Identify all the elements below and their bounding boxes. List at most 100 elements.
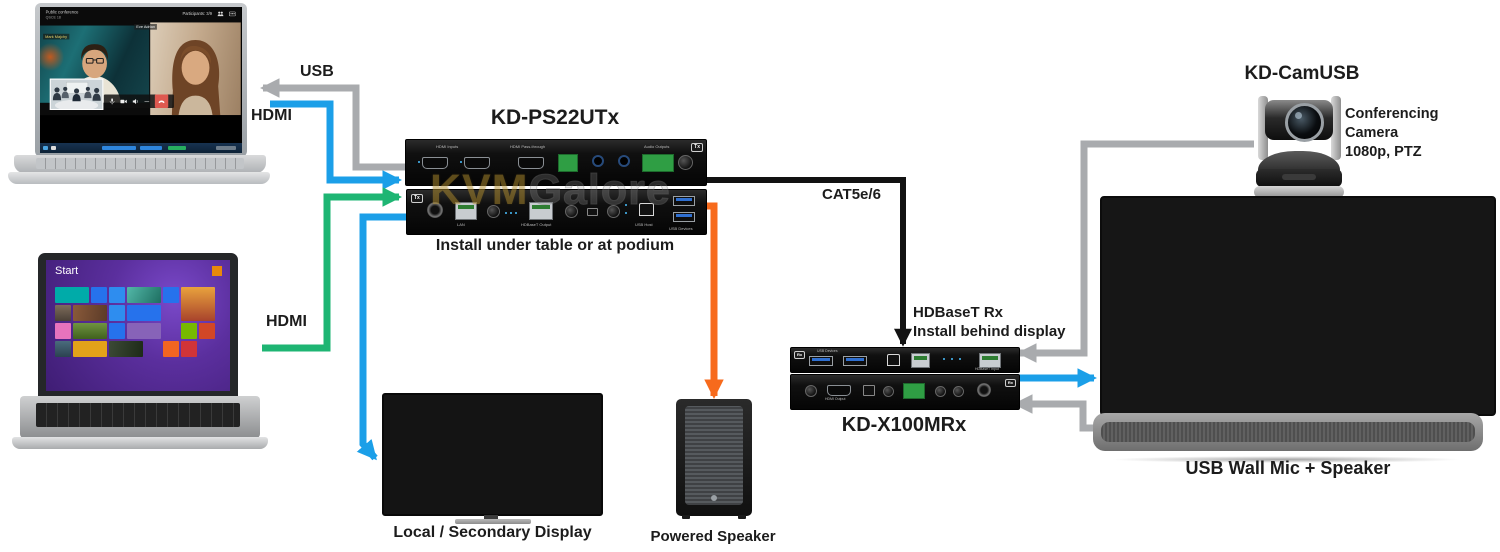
rx-lan-port: [911, 353, 930, 368]
pcm-knob: [678, 155, 693, 170]
laptop1-taskbar: [40, 143, 242, 153]
hdmi-cable-label-bottom: HDMI: [266, 313, 307, 330]
kd-x100mrx-rear-panel: HDMI Output Rx: [790, 374, 1020, 410]
laptop1-screen-bezel: Public conference QSCE 18 Participants: …: [35, 3, 247, 157]
camera-lens-icon: [1285, 103, 1324, 142]
conference-screen: Public conference QSCE 18 Participants: …: [40, 7, 241, 116]
tx-hdmi-inputs-label: HDMI Inputs: [436, 144, 459, 149]
tx-power-port: [427, 202, 443, 218]
laptop2-keyboard-deck: [20, 396, 260, 438]
rs232-terminal: [558, 154, 578, 172]
user-tile-badge: [212, 266, 222, 276]
laptop2-screen-bezel: Start: [38, 253, 238, 398]
tx-input-select-knob: [607, 205, 620, 218]
rx-audio-out-jack: [805, 385, 817, 397]
tx-hdbaset-output-port: [529, 202, 553, 220]
rx-usb-devices-label: USB Devices: [817, 349, 838, 353]
camera-title: KD-CamUSB: [1244, 63, 1360, 84]
tx-service-port: [587, 208, 598, 216]
tx-usb-host-label: USB Host: [635, 222, 653, 227]
end-call-button: [154, 94, 169, 108]
rx-hdmi-out-label: HDMI Output: [825, 397, 846, 401]
camera-desc-line3: 1080p, PTZ: [1345, 144, 1422, 160]
kvmgalore-watermark: KVMGalore: [430, 166, 671, 215]
local-display-label: Local / Secondary Display: [393, 524, 592, 541]
soundbar-label: USB Wall Mic + Speaker: [1185, 458, 1391, 478]
rx-ir-out-jack: [953, 386, 964, 397]
laptop2-front-edge: [12, 437, 268, 449]
cable-hdmi-local-display: [356, 213, 407, 461]
local-display-base: [455, 519, 531, 524]
ir-out-port: [618, 155, 630, 167]
laptop-windows-start: Start: [12, 253, 268, 453]
participants-icon: [217, 11, 224, 17]
more-icon: —: [144, 98, 150, 104]
tx-usb-host-port: [639, 203, 654, 216]
main-display: Public conference QSCE 18 Participants: …: [1100, 196, 1496, 416]
rx-rs232-terminal: [903, 383, 925, 399]
tx-control-knob: [565, 205, 578, 218]
usb-wall-mic-speaker: [1093, 413, 1483, 451]
local-secondary-display: Public conference QSCE 18 Participants: …: [382, 393, 603, 516]
room-camera-inset: [49, 78, 104, 110]
local-display-stand: [484, 515, 498, 520]
rx-hdmi-output-port: [827, 385, 851, 396]
cable-usb-to-laptop1: [260, 78, 412, 171]
tx-audio-outputs-label: Audio Outputs: [644, 144, 670, 149]
tx-logo: Tx: [691, 143, 703, 152]
conference-header: Public conference QSCE 18 Participants: …: [40, 7, 241, 23]
tx-hdbt-label: HDBaseT Output: [521, 222, 552, 227]
laptop1-front-edge: [8, 172, 270, 184]
rx-control-jack: [883, 386, 894, 397]
tx-passthrough-label: HDMI Pass-through: [510, 144, 546, 149]
camera-icon: [120, 99, 127, 104]
mic-icon: [109, 98, 115, 105]
rx-usb-host-port: [887, 354, 900, 366]
kd-x100mrx-front-panel: Rx USB Devices HDBaseT Input: [790, 347, 1020, 373]
tx-note: Install under table or at podium: [435, 237, 675, 254]
soundbar-shadow: [1110, 456, 1462, 463]
rx-optical-audio-port: [863, 385, 875, 396]
hdmi2-port: [464, 157, 490, 169]
tx-rear-logo: Tx: [411, 194, 423, 203]
rx-hdbaset-input-port: [979, 353, 1001, 368]
ir-in-port: [592, 155, 604, 167]
rx-rear-logo: Rx: [1004, 379, 1016, 387]
nametag-right: Eve Adrian: [134, 23, 158, 30]
cable-hdmi-laptop2: [262, 187, 402, 352]
nametag-left: Mark Majchy: [43, 33, 70, 40]
camera-head: [1265, 100, 1333, 142]
ptz-camera: [1252, 93, 1352, 205]
rx-power-port: [977, 383, 991, 397]
rx-note-line1: HDBaseT Rx: [913, 304, 1004, 321]
rx-logo: Rx: [794, 351, 806, 359]
tx-lan-label: LAN: [457, 222, 465, 227]
keypad-icon: [229, 11, 236, 17]
hdmi1-port: [422, 157, 448, 169]
kd-ps22utx-front-panel: HDMI Inputs HDMI Pass-through Audio Outp…: [405, 139, 707, 186]
powered-speaker-label: Powered Speaker: [650, 528, 776, 545]
hdmi-passthrough-port: [518, 157, 544, 169]
camera-desc-line1: Conferencing: [1345, 106, 1439, 122]
speaker-icon: [132, 98, 139, 104]
powered-speaker: [676, 399, 752, 519]
start-label: Start: [55, 265, 79, 277]
conference-room-info: Public conference QSCE 18: [46, 10, 79, 20]
cable-usb-soundbar: [1013, 394, 1095, 432]
laptop1-display: Public conference QSCE 18 Participants: …: [40, 7, 242, 153]
rx-usb-port-1: [809, 356, 833, 366]
tx-lan-port: [455, 202, 477, 220]
cable-cat5: [704, 177, 912, 347]
hdmi-cable-label-top: HDMI: [251, 107, 292, 124]
cat5-cable-label: CAT5e/6: [822, 186, 881, 203]
cable-hdmi-laptop1: [270, 100, 402, 190]
laptop1-keyboard-deck: [14, 155, 266, 173]
call-controls: —: [103, 94, 174, 108]
tx-usb-devices-label: USB Devices: [669, 226, 693, 231]
rx-ir-in-jack: [935, 386, 946, 397]
video-tile-right: [150, 22, 241, 116]
camera-desc-line2: Camera: [1345, 125, 1399, 141]
kd-ps22utx-rear-panel: Tx LAN HDBaseT Output USB Host USB Devic…: [406, 189, 707, 235]
laptop2-start-screen: Start: [46, 260, 230, 391]
tx-usb-device-port-2: [673, 212, 695, 222]
